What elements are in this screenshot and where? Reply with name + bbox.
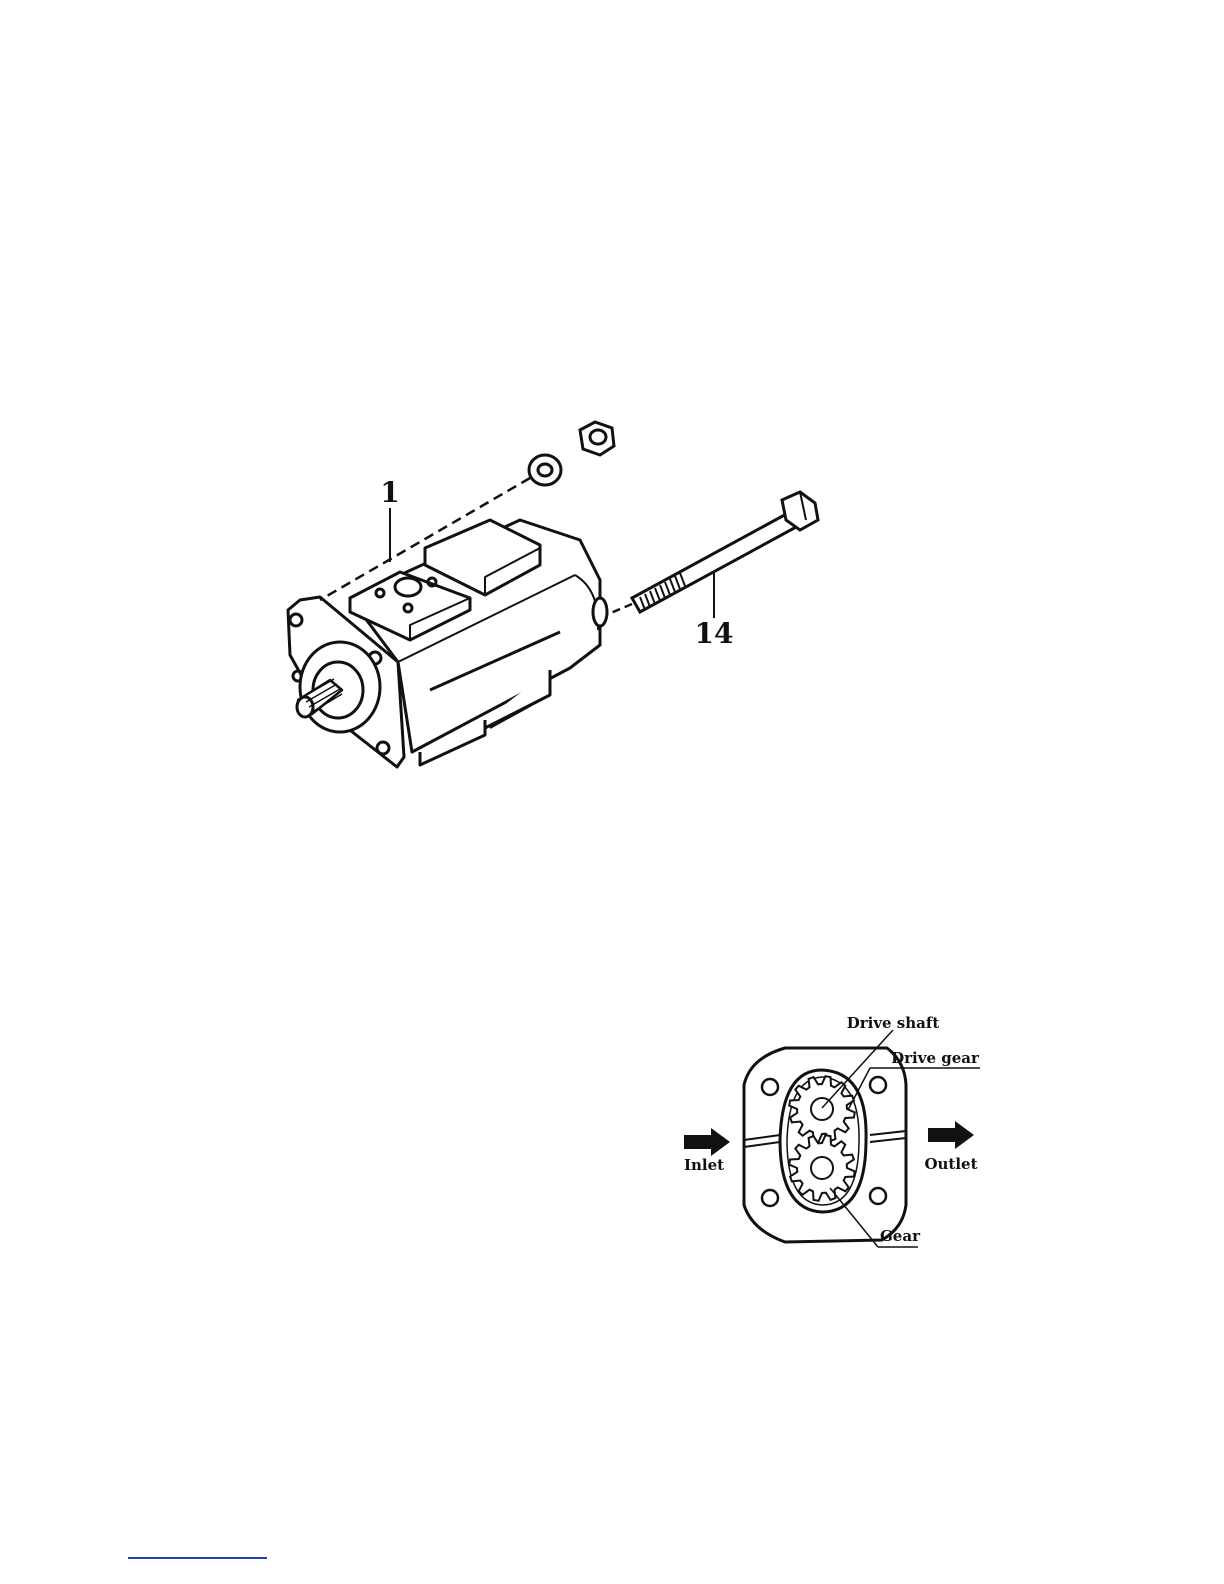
- callout-14: 14: [695, 617, 734, 650]
- through-bolt: [632, 492, 818, 612]
- inlet-label: Inlet: [684, 1156, 724, 1174]
- lock-washer: [529, 455, 561, 485]
- outlet-label: Outlet: [924, 1155, 977, 1173]
- assembly-line: [606, 604, 632, 615]
- footer-rule: [128, 1557, 267, 1559]
- driven-gear: [789, 1135, 855, 1201]
- hex-nut: [580, 422, 614, 455]
- inlet-arrow-icon: [684, 1128, 730, 1156]
- drive-shaft-label: Drive shaft: [847, 1014, 940, 1032]
- gear-pump-section: Drive shaft Drive gear Inlet Outlet Gear: [684, 1014, 980, 1247]
- drive-gear: [789, 1076, 855, 1142]
- callout-1: 1: [380, 476, 399, 509]
- pump-assembly: [288, 520, 607, 767]
- gear-label: Gear: [880, 1227, 921, 1245]
- outlet-arrow-icon: [928, 1121, 974, 1149]
- drive-gear-label: Drive gear: [891, 1049, 980, 1067]
